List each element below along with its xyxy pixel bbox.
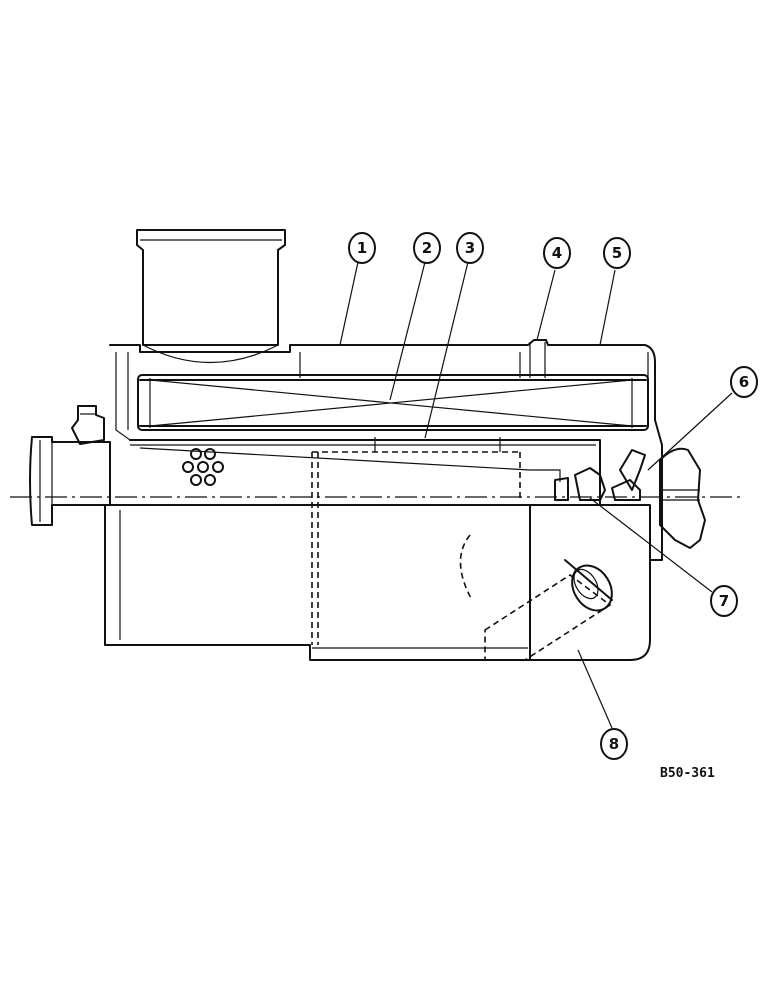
inner-element: [129, 437, 601, 506]
restriction-indicator: [71, 405, 105, 445]
side-inlet-pipe: [29, 436, 111, 526]
callout-4: 4: [543, 237, 571, 269]
port-holes: [182, 448, 224, 486]
top-outlet-pipe: [136, 229, 286, 363]
hidden-internal-lines: [311, 451, 521, 645]
filter-element: [137, 374, 649, 431]
callout-2: 2: [413, 232, 441, 264]
callout-7: 7: [710, 585, 738, 617]
callout-1-label: 1: [357, 239, 367, 257]
callout-2-label: 2: [422, 239, 432, 257]
callout-6: 6: [730, 366, 758, 398]
callout-5-label: 5: [612, 244, 622, 262]
leader-lines: [339, 261, 733, 729]
dust-cup: [484, 559, 613, 661]
callout-5: 5: [603, 237, 631, 269]
callout-3-label: 3: [465, 239, 475, 257]
callout-8-label: 8: [609, 735, 619, 753]
callout-3: 3: [456, 232, 484, 264]
callout-6-label: 6: [739, 373, 749, 391]
lower-housing: [104, 489, 663, 661]
callout-4-label: 4: [552, 244, 562, 262]
callout-1: 1: [348, 232, 376, 264]
wing-nut: [619, 447, 706, 549]
figure-reference: B50-361: [660, 766, 715, 781]
callout-7-label: 7: [719, 592, 729, 610]
callout-8: 8: [600, 728, 628, 760]
